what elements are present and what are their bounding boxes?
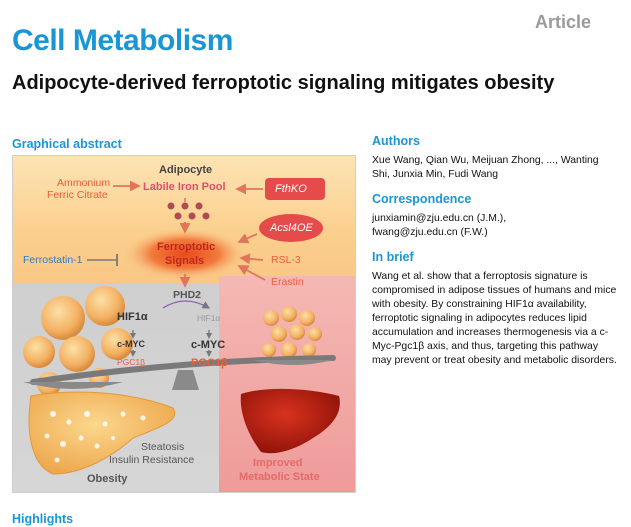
label-ferric-citrate: Ferric Citrate bbox=[47, 189, 108, 201]
label-hif1a-right: HIF1α bbox=[197, 313, 221, 323]
label-insulin-resistance: Insulin Resistance bbox=[109, 454, 195, 466]
correspondence-emails: junxiamin@zju.edu.cn (J.M.), fwang@zju.e… bbox=[372, 212, 617, 240]
label-pgc1b-left: PGC1β bbox=[117, 357, 146, 367]
label-cmyc-right: c-MYC bbox=[191, 339, 226, 351]
fatty-liver bbox=[28, 391, 176, 475]
label-ferroptotic: Ferroptotic bbox=[157, 241, 216, 253]
label-signals: Signals bbox=[165, 255, 205, 267]
acsl4oe-ellipse bbox=[259, 214, 323, 242]
balance-scale bbox=[23, 355, 336, 390]
label-ferrostatin: Ferrostatin-1 bbox=[23, 254, 83, 266]
in-brief-heading: In brief bbox=[372, 250, 414, 264]
article-type-label: Article bbox=[534, 12, 591, 32]
healthy-liver bbox=[240, 388, 340, 454]
obese-fat-cells bbox=[23, 286, 133, 396]
label-hif1a-left: HIF1α bbox=[117, 311, 148, 323]
in-brief-text: Wang et al. show that a ferroptosis sign… bbox=[372, 271, 617, 366]
graphical-abstract-heading: Graphical abstract bbox=[12, 137, 122, 151]
label-adipocyte: Adipocyte bbox=[159, 164, 213, 176]
authors-list: Xue Wang, Qian Wu, Meijuan Zhong, ..., W… bbox=[372, 155, 599, 180]
label-steatosis: Steatosis bbox=[141, 441, 185, 453]
abstract-drawing bbox=[23, 178, 340, 475]
summary-column: Authors Xue Wang, Qian Wu, Meijuan Zhong… bbox=[372, 134, 617, 378]
label-labile-iron-pool: Labile Iron Pool bbox=[143, 181, 226, 193]
fthko-box bbox=[265, 178, 325, 200]
graphical-abstract-figure: Adipocyte Ammonium Ferric Citrate Labile… bbox=[12, 155, 356, 493]
authors-heading: Authors bbox=[372, 134, 420, 148]
email-fw[interactable]: fwang@zju.edu.cn (F.W.) bbox=[372, 227, 488, 238]
label-acsl4oe: Acsl4OE bbox=[270, 222, 313, 234]
email-jm[interactable]: junxiamin@zju.edu.cn (J.M.), bbox=[372, 213, 507, 224]
highlights-heading: Highlights bbox=[12, 512, 74, 526]
journal-name: Cell Metabolism bbox=[12, 24, 233, 57]
label-cmyc-left: c-MYC bbox=[117, 339, 146, 349]
iron-dots bbox=[167, 202, 210, 220]
label-improved: Improved bbox=[253, 457, 303, 469]
label-obesity: Obesity bbox=[87, 473, 128, 485]
label-metabolic-state: Metabolic State bbox=[239, 471, 320, 483]
label-ammonium: Ammonium bbox=[57, 177, 111, 189]
correspondence-heading: Correspondence bbox=[372, 192, 472, 206]
label-fthko: FthKO bbox=[275, 183, 307, 195]
ferroptotic-glow bbox=[123, 228, 247, 280]
label-phd2: PHD2 bbox=[173, 289, 202, 301]
paper-title: Adipocyte-derived ferroptotic signaling … bbox=[12, 72, 555, 94]
label-rsl3: RSL-3 bbox=[271, 254, 301, 266]
label-erastin: Erastin bbox=[271, 276, 304, 288]
label-pgc1b-right: PGC1β bbox=[191, 357, 228, 369]
lean-fat-cells bbox=[262, 306, 322, 358]
